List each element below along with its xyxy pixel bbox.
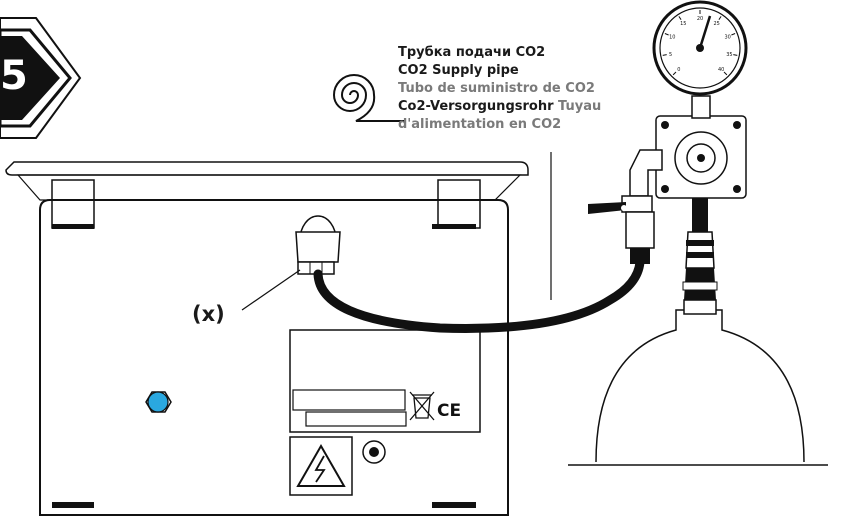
gauge-tick-label: 0 xyxy=(677,67,680,73)
legend-ru: Трубка подачи CO2 xyxy=(398,45,546,60)
gauge-tick-label: 35 xyxy=(726,52,732,58)
gauge-tick-mark xyxy=(723,71,728,76)
step-badge xyxy=(0,17,82,139)
weee-bin-icon xyxy=(409,391,435,421)
rating-plate xyxy=(289,329,481,433)
gauge-tick-mark xyxy=(733,54,738,56)
gauge-tick-label: 40 xyxy=(718,67,724,73)
legend-de: Co2-Versorgungsrohr xyxy=(398,99,554,114)
gauge-tick-label: 25 xyxy=(714,21,720,27)
ce-mark-icon: CE xyxy=(437,401,461,421)
high-voltage-icon xyxy=(289,436,353,496)
gauge-tick-label: 15 xyxy=(680,21,686,27)
gauge-tick-mark xyxy=(718,16,722,20)
legend-fr-part2: d'alimentation en CO2 xyxy=(398,117,562,132)
gauge-tick-label: 10 xyxy=(669,35,675,41)
gauge-tick-label: 30 xyxy=(725,35,731,41)
legend-es: Tubo de suministro de CO2 xyxy=(398,81,595,96)
gauge-tick-mark xyxy=(664,33,669,36)
gauge-tick-mark xyxy=(662,54,667,56)
gauge-tick-mark xyxy=(672,71,677,76)
shutoff-valve xyxy=(588,149,663,264)
co2-bottle xyxy=(568,196,828,466)
pressure-regulator xyxy=(655,115,747,199)
gauge-tick-label: 5 xyxy=(669,52,672,58)
gauge-tick-label: 20 xyxy=(697,16,703,22)
fuse-holder xyxy=(362,440,386,464)
gauge-tick-mark xyxy=(731,33,736,36)
callout-line xyxy=(241,269,301,311)
legend-fr-part1: Tuyau xyxy=(558,99,602,114)
pressure-gauge: 0 5 10 15 20 25 30 35 40 xyxy=(652,0,748,119)
gauge-tick-mark xyxy=(678,16,682,20)
callout-x-label: (x) xyxy=(192,302,225,326)
box-co2-connector xyxy=(295,215,341,275)
step-number: 5 xyxy=(0,53,28,99)
legend-en: CO2 Supply pipe xyxy=(398,63,519,78)
blue-button xyxy=(145,391,172,413)
co2-supply-hose xyxy=(313,257,645,333)
device-box xyxy=(5,161,529,516)
legend-de-fr-line: Co2-Versorgungsrohr Tuyau xyxy=(398,98,601,115)
spiral-icon xyxy=(332,74,404,122)
